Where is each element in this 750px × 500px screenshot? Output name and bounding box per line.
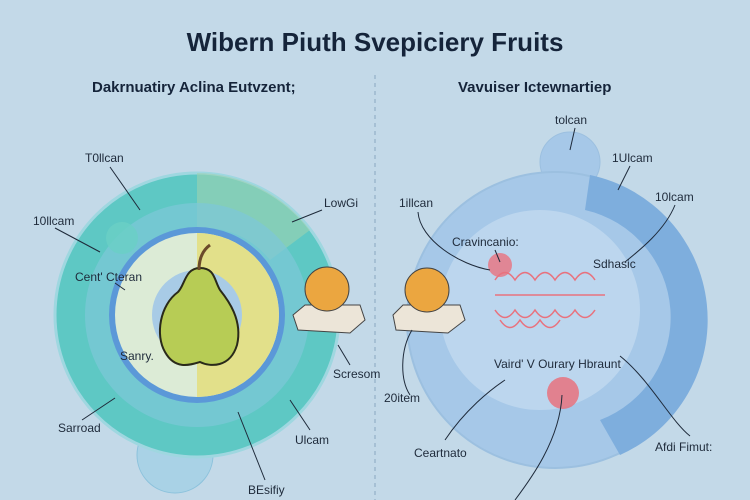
pear-icon <box>158 243 240 366</box>
left-label: BEsifiy <box>248 483 285 497</box>
left-label: Sanry. <box>120 349 154 363</box>
left-label: Cent' Cteran <box>75 270 142 284</box>
page-title: Wibern Piuth Svepiciery Fruits <box>186 27 564 57</box>
left-label: Sarroad <box>58 421 101 435</box>
right-panel-heading: Vavuiser Ictewnartiep <box>458 79 612 96</box>
right-label: tolcan <box>555 113 588 127</box>
right-label: Sdhasic <box>593 257 636 271</box>
left-label: Scresom <box>333 367 381 381</box>
right-label: Afdi Fimut: <box>655 440 713 454</box>
orange-on-stone-icon <box>292 266 366 334</box>
right-ring-diagram <box>406 131 708 469</box>
right-label: 1illcan <box>399 196 434 210</box>
left-label: LowGi <box>324 196 359 210</box>
right-label: 1Ulcam <box>612 151 653 165</box>
right-label: Cravincanio: <box>452 235 519 249</box>
orange-on-stone-icon-right <box>392 267 466 334</box>
left-label: 10llcam <box>33 214 75 228</box>
right-label: Vaird' V Ourary Hbraunt <box>494 357 621 371</box>
tissue-squiggle-icon <box>494 271 605 329</box>
right-label: Ceartnato <box>414 446 467 460</box>
left-label: T0llcan <box>85 151 124 165</box>
right-label: 10lcam <box>655 190 694 204</box>
left-label: Ulcam <box>295 433 330 447</box>
leader-lines <box>54 127 691 500</box>
left-panel-heading: Dakrnuatiry Aclina Eutvzent; <box>92 79 296 96</box>
right-label: 20item <box>384 391 421 405</box>
